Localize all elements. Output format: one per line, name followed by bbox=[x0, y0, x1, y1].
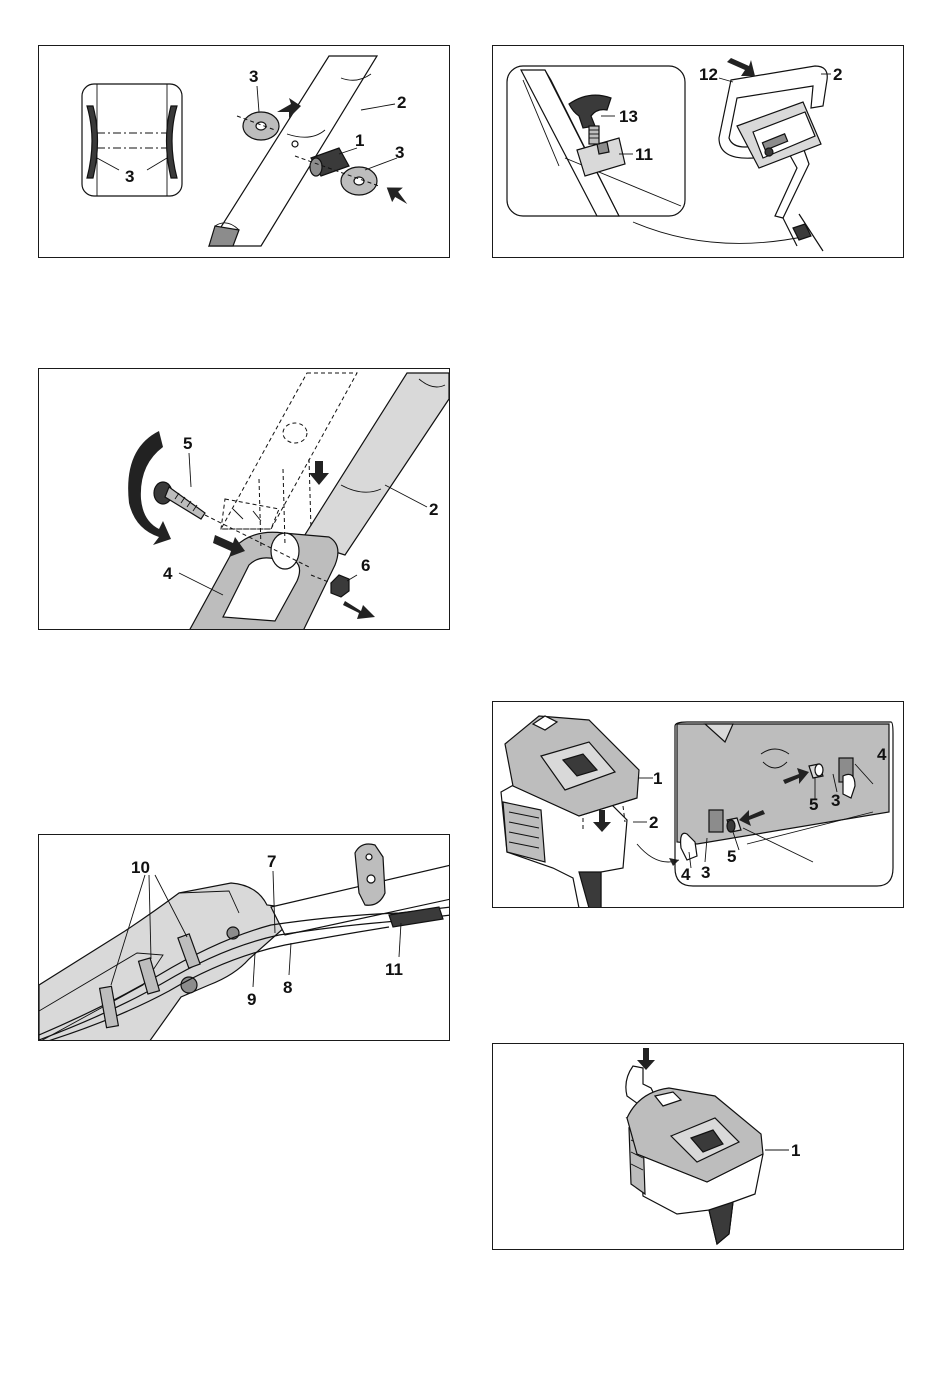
hinge-lug bbox=[709, 810, 723, 832]
callout-label: 11 bbox=[385, 960, 403, 979]
figure-catcher-lid: 1 2 4 3 5 3 4 5 bbox=[492, 701, 904, 908]
arrow-icon bbox=[382, 181, 414, 210]
callout-label: 9 bbox=[247, 990, 256, 1009]
catcher-closed-drawing: 1 bbox=[493, 1044, 904, 1250]
handle-tube bbox=[209, 56, 377, 246]
bolt-shank bbox=[165, 487, 205, 519]
callout-label: 8 bbox=[283, 978, 292, 997]
handle-clamp-drawing: 13 11 12 2 bbox=[493, 46, 904, 258]
callout-label: 3 bbox=[125, 167, 134, 186]
callout-label: 5 bbox=[809, 795, 818, 814]
handle-tube bbox=[301, 373, 449, 555]
spacer-washer-right bbox=[167, 106, 178, 178]
arrow-icon bbox=[727, 58, 755, 76]
cable-routing-drawing: 10 7 8 9 11 bbox=[39, 835, 450, 1041]
callout-label: 2 bbox=[397, 93, 406, 112]
callout-label: 4 bbox=[877, 745, 887, 764]
figure-catcher-closed: 1 bbox=[492, 1043, 904, 1250]
figure-handle-clamp: 13 11 12 2 bbox=[492, 45, 904, 258]
callout-label: 1 bbox=[791, 1141, 800, 1160]
callout-label: 3 bbox=[395, 143, 404, 162]
handle-spacers-drawing: 3 3 1 2 3 bbox=[39, 46, 450, 258]
callout-label: 5 bbox=[183, 434, 192, 453]
handle-housing bbox=[39, 883, 285, 1041]
catcher-lid-drawing: 1 2 4 3 5 3 4 5 bbox=[493, 702, 904, 908]
callout-label: 4 bbox=[681, 865, 691, 884]
clamp-knob bbox=[793, 224, 811, 240]
callout-label: 13 bbox=[619, 107, 638, 126]
spacer-washer-left bbox=[87, 106, 98, 178]
callout-label: 7 bbox=[267, 852, 276, 871]
figure-cable-routing: 10 7 8 9 11 bbox=[38, 834, 450, 1041]
callout-label: 3 bbox=[701, 863, 710, 882]
figure-handle-bolt: 5 2 4 6 bbox=[38, 368, 450, 630]
handle-bolt-drawing: 5 2 4 6 bbox=[39, 369, 450, 630]
callout-label: 2 bbox=[649, 813, 658, 832]
callout-label: 3 bbox=[249, 67, 258, 86]
arrow-icon bbox=[637, 1048, 655, 1070]
callout-label: 1 bbox=[355, 131, 364, 150]
callout-label: 10 bbox=[131, 858, 150, 877]
callout-label: 5 bbox=[727, 847, 736, 866]
callout-label: 1 bbox=[653, 769, 662, 788]
callout-label: 12 bbox=[699, 65, 718, 84]
callout-label: 2 bbox=[833, 65, 842, 84]
callout-label: 3 bbox=[831, 791, 840, 810]
callout-label: 6 bbox=[361, 556, 370, 575]
callout-label: 11 bbox=[635, 145, 653, 164]
callout-label: 4 bbox=[163, 564, 173, 583]
arrow-icon bbox=[309, 461, 329, 485]
hex-nut bbox=[331, 575, 349, 597]
callout-label: 2 bbox=[429, 500, 438, 519]
star-knob bbox=[569, 95, 611, 128]
arrow-icon bbox=[343, 601, 375, 619]
figure-handle-spacers: 3 3 1 2 3 bbox=[38, 45, 450, 258]
